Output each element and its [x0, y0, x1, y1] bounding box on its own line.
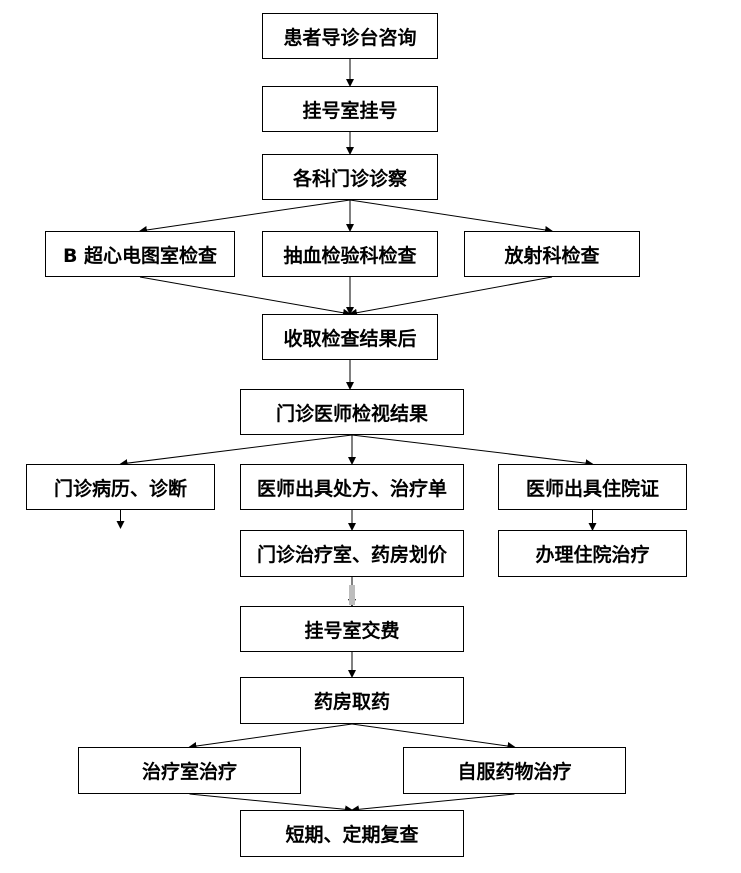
- edge-n4-n7: [139, 276, 351, 317]
- edge-n6-n7: [349, 276, 553, 317]
- node-n14: 挂号室交费: [240, 606, 464, 652]
- node-n11: 医师出具住院证: [498, 464, 687, 510]
- node-n5: 抽血检验科检查: [262, 231, 438, 277]
- node-n18: 短期、定期复查: [240, 810, 464, 857]
- node-n13: 办理住院治疗: [498, 530, 687, 577]
- node-n17: 自服药物治疗: [403, 747, 626, 794]
- node-n10: 医师出具处方、治疗单: [240, 464, 464, 510]
- edge-n15-n16: [188, 723, 353, 750]
- edge-n8-n11: [351, 434, 594, 468]
- edge-n3-n6: [349, 199, 553, 234]
- edge-n8-n9: [119, 434, 353, 468]
- node-n12: 门诊治疗室、药房划价: [240, 530, 464, 577]
- node-n2: 挂号室挂号: [262, 86, 438, 132]
- node-n16: 治疗室治疗: [78, 747, 301, 794]
- node-n3: 各科门诊诊察: [262, 154, 438, 200]
- edge-n17-n18: [351, 793, 515, 814]
- edge-n3-n4: [139, 199, 351, 234]
- connector-stub: [349, 585, 355, 605]
- node-n4: B 超心电图室检查: [45, 231, 235, 277]
- node-n8: 门诊医师检视结果: [240, 389, 464, 435]
- node-n6: 放射科检查: [464, 231, 640, 277]
- node-n9: 门诊病历、诊断: [26, 464, 215, 510]
- edge-n15-n17: [351, 723, 516, 750]
- node-n7: 收取检查结果后: [262, 314, 438, 360]
- edge-n16-n18: [189, 793, 353, 814]
- node-n15: 药房取药: [240, 677, 464, 724]
- node-n1: 患者导诊台咨询: [262, 13, 438, 59]
